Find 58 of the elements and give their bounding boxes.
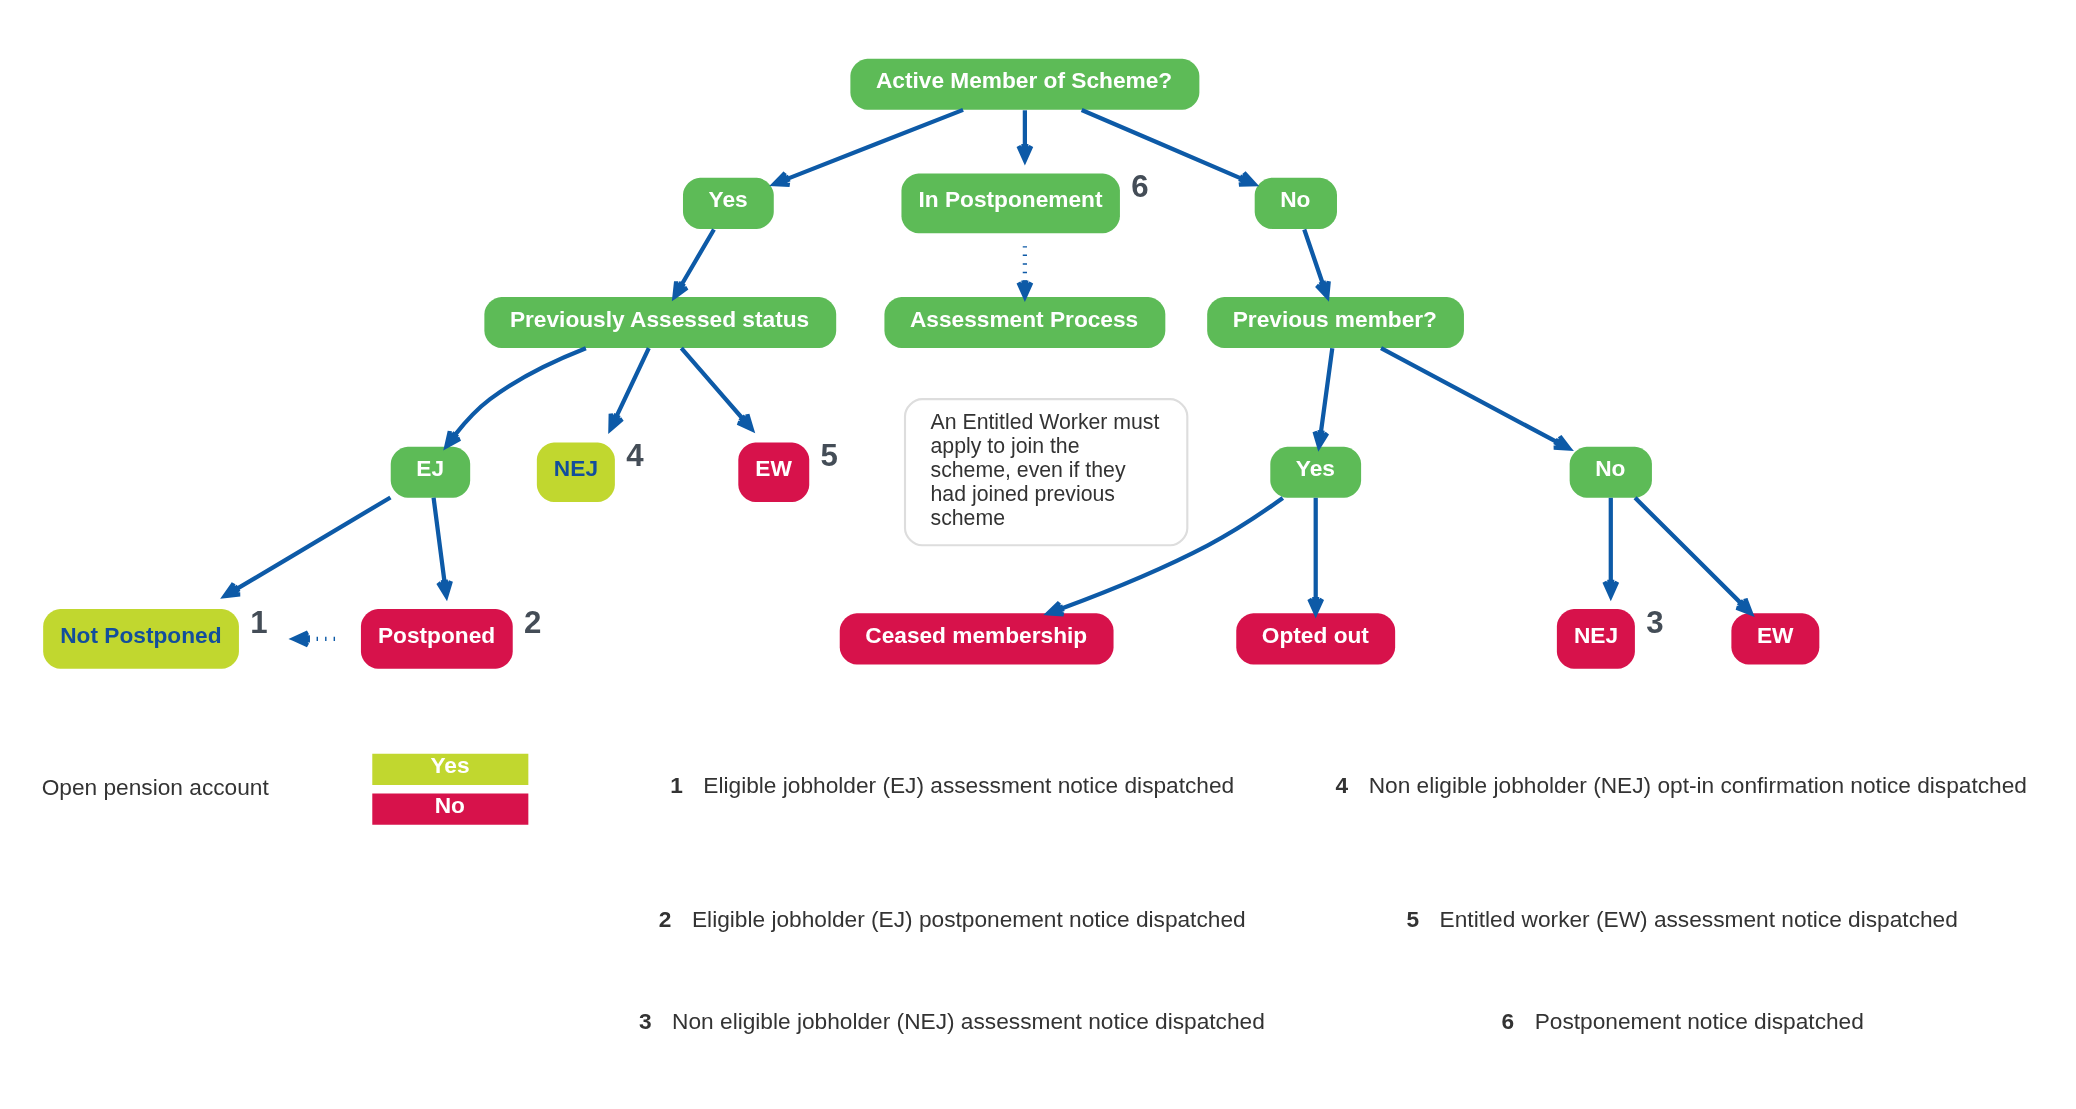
arrow [1380, 346, 1572, 451]
label: 2 [658, 905, 672, 932]
label: 3 [639, 1007, 652, 1034]
node-box: In Postponement [901, 173, 1120, 234]
node-box: Previously Assessed status [484, 297, 837, 349]
node-box: No [1254, 177, 1337, 229]
node-label: 4 [626, 437, 644, 473]
node-box: Yes [683, 177, 774, 229]
node-box: Yes [1270, 446, 1362, 498]
arrow [1016, 110, 1034, 163]
node-box: EW [738, 442, 810, 502]
arrow [1307, 497, 1325, 616]
label: 4 [1335, 772, 1349, 799]
arrow [1602, 497, 1620, 599]
label: Postponement notice dispatched [1534, 1007, 1864, 1034]
node-label: 2 [524, 604, 542, 640]
node-box: Active Member of Scheme? [850, 58, 1200, 110]
arrow [431, 497, 453, 599]
arrow [1046, 496, 1285, 617]
arrow [1312, 347, 1335, 449]
arrow [679, 346, 754, 432]
label: Open pension account [41, 773, 269, 800]
label: Non eligible jobholder (NEJ) opt-in confirmation notice dispatched [1368, 772, 2027, 799]
arrow [1633, 496, 1754, 616]
node-box: NEJ [536, 442, 615, 502]
node-box: Previous member? [1207, 297, 1464, 349]
label: Eligible jobholder (EJ) assessment notice dispatched [703, 772, 1235, 799]
label: Eligible jobholder (EJ) postponement notice dispatched [691, 905, 1246, 932]
node-label: 6 [1131, 169, 1149, 205]
node-box: EW [1731, 613, 1820, 665]
node-box: Opted out [1236, 613, 1396, 665]
node-label: 5 [820, 437, 838, 473]
node-label: 1 [250, 604, 268, 640]
arrow [772, 107, 964, 187]
node-box: An Entitled Worker must apply to join the scheme, even if they had joined previous scheme [903, 398, 1189, 547]
arrow [1016, 246, 1034, 299]
label: 6 [1501, 1007, 1515, 1034]
arrow [1080, 108, 1257, 187]
node-box: Not Postponed [43, 609, 239, 669]
arrow [222, 495, 392, 599]
node-box: NEJ [1556, 609, 1635, 669]
legend-label: Yes [430, 752, 470, 779]
arrow [444, 346, 587, 449]
arrow [608, 347, 651, 432]
node-box: No [1569, 446, 1652, 498]
label: 1 [670, 772, 683, 799]
node-box: EJ [390, 446, 471, 498]
label: 5 [1406, 905, 1420, 932]
label: Entitled worker (EW) assessment notice dispatched [1439, 905, 1958, 932]
node-label: 3 [1646, 604, 1664, 640]
node-box: Ceased membership [839, 613, 1114, 665]
arrow [291, 630, 335, 648]
legend-label: No [434, 792, 465, 819]
label: Non eligible jobholder (NEJ) assessment notice dispatched [672, 1007, 1265, 1034]
node-box: Assessment Process [884, 297, 1166, 349]
node-box: Postponed [360, 609, 513, 669]
arrow [672, 228, 716, 300]
arrow [1302, 228, 1331, 300]
